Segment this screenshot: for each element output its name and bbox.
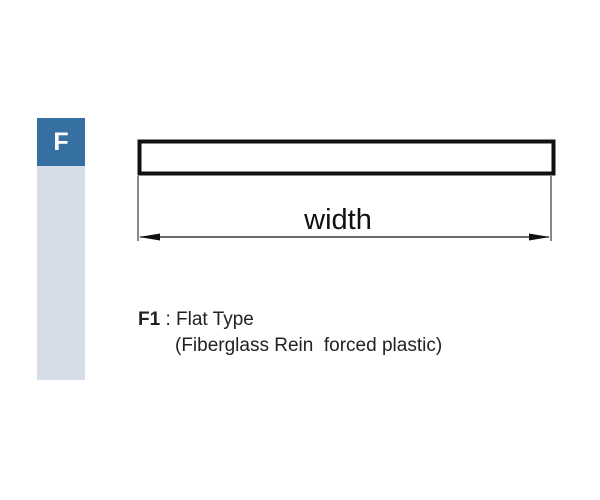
dimension-arrow-left xyxy=(139,233,160,241)
dimension-label: width xyxy=(303,204,372,236)
side-tab: F xyxy=(37,118,85,380)
caption-material: (Fiberglass Rein forced plastic) xyxy=(175,335,443,356)
caption-code: F1 xyxy=(138,309,161,330)
caption-line: F1 : Flat Type xyxy=(138,307,254,333)
caption-type-name: Flat Type xyxy=(176,309,254,330)
caption-separator: : xyxy=(160,309,177,330)
dimension-arrow-right xyxy=(529,233,550,241)
side-tab-letter: F xyxy=(37,118,85,166)
flat-profile-outline xyxy=(137,139,556,176)
